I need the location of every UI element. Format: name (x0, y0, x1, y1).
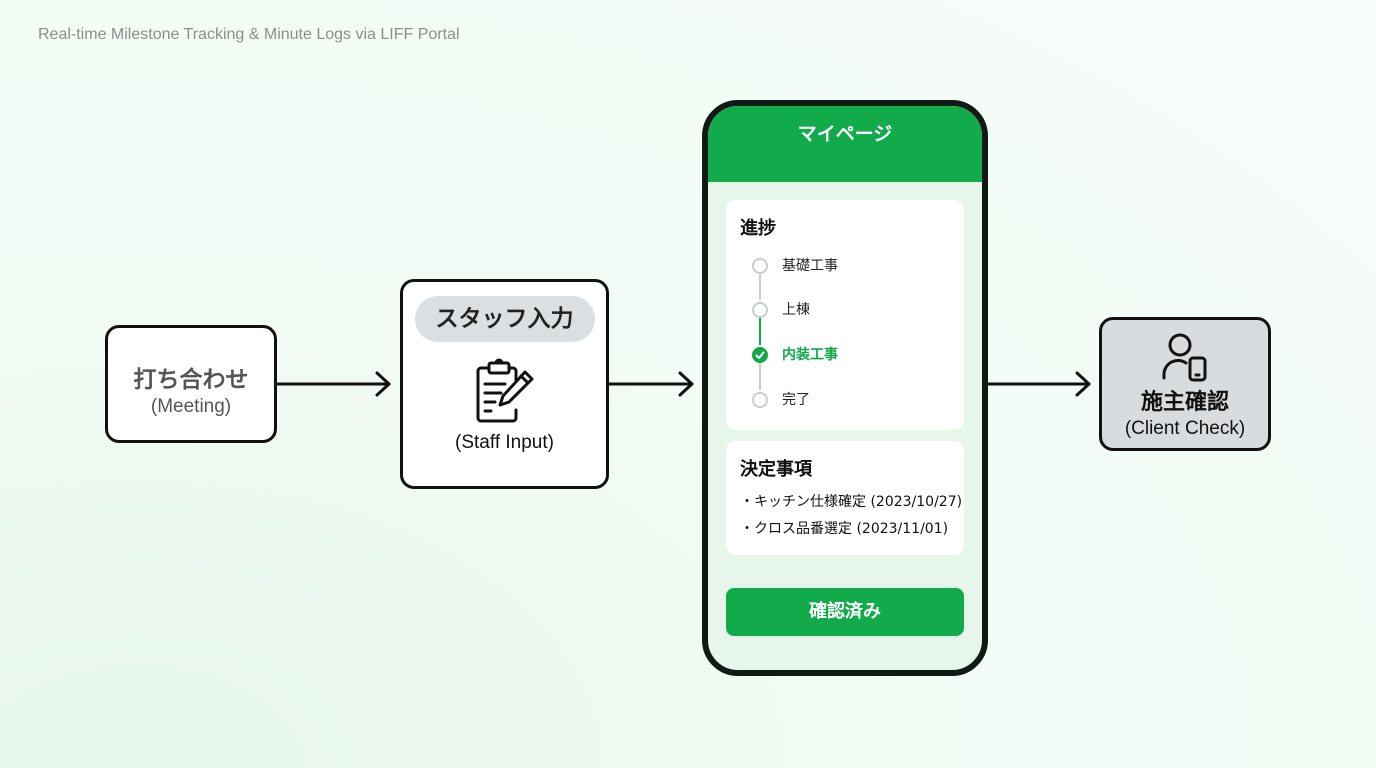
client-check-label-jp: 施主確認 (1140, 390, 1229, 415)
decision-item: ・キッチン仕様確定 (2023/10/27) (740, 494, 963, 510)
step-pending-icon (752, 258, 768, 274)
decisions-title: 決定事項 (740, 459, 812, 480)
user-device-icon (1158, 330, 1212, 384)
liff-phone-mockup: マイページ 進捗 基礎工事 上棟 内装工事 完了 決定事項 (702, 100, 988, 676)
client-check-label-en: (Client Check) (1124, 418, 1246, 439)
step-label: 完了 (782, 392, 810, 408)
confirmed-button[interactable]: 確認済み (726, 588, 964, 636)
progress-step: 完了 (752, 392, 952, 412)
step-label: 基礎工事 (782, 258, 838, 274)
step-label-current: 内装工事 (782, 347, 838, 363)
progress-step: 上棟 (752, 302, 952, 322)
progress-connector-active (759, 318, 761, 345)
staff-input-label-en: (Staff Input) (455, 432, 554, 453)
progress-title: 進捗 (740, 218, 776, 239)
meeting-label-jp: 打ち合わせ (133, 367, 249, 393)
progress-step-current: 内装工事 (752, 347, 952, 367)
progress-card: 進捗 基礎工事 上棟 内装工事 完了 (726, 200, 964, 430)
check-icon (752, 347, 768, 363)
step-label: 上棟 (782, 302, 810, 318)
progress-connector (759, 274, 761, 300)
progress-step: 基礎工事 (752, 258, 952, 278)
meeting-label-en: (Meeting) (150, 396, 232, 417)
progress-connector (759, 363, 761, 390)
phone-header: マイページ (708, 106, 982, 182)
staff-input-node: スタッフ入力 (Staff Input) (400, 279, 609, 489)
client-check-node: 施主確認 (Client Check) (1099, 317, 1271, 451)
step-pending-icon (752, 392, 768, 408)
diagram-subtitle: Real-time Milestone Tracking & Minute Lo… (38, 26, 460, 43)
step-pending-icon (752, 302, 768, 318)
staff-input-label-jp: スタッフ入力 (414, 296, 595, 342)
clipboard-edit-icon (473, 358, 537, 424)
decision-item: ・クロス品番選定 (2023/11/01) (740, 521, 949, 537)
phone-header-title: マイページ (797, 123, 893, 145)
meeting-node: 打ち合わせ (Meeting) (105, 325, 277, 443)
decisions-card: 決定事項 ・キッチン仕様確定 (2023/10/27) ・クロス品番選定 (20… (726, 441, 964, 555)
